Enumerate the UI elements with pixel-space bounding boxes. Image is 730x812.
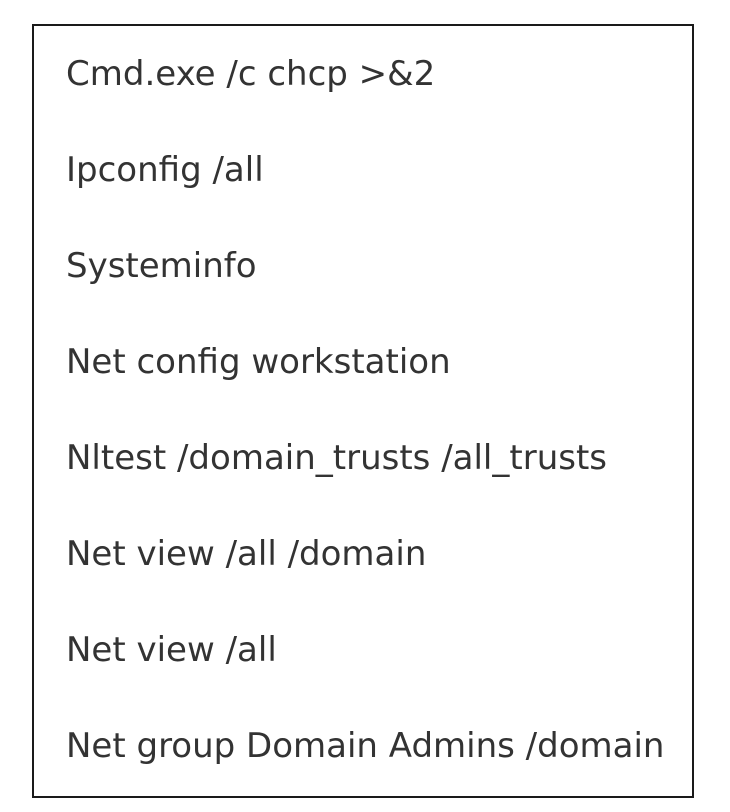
command-line: Net config workstation bbox=[66, 342, 451, 382]
command-line: Ipconfig /all bbox=[66, 150, 264, 190]
command-line: Systeminfo bbox=[66, 246, 257, 286]
command-line: Net group Domain Admins /domain bbox=[66, 726, 665, 766]
command-line: Net view /all bbox=[66, 630, 277, 670]
command-list-box: Cmd.exe /c chcp >&2 Ipconfig /all System… bbox=[32, 24, 694, 798]
command-line: Cmd.exe /c chcp >&2 bbox=[66, 54, 436, 94]
command-line: Net view /all /domain bbox=[66, 534, 427, 574]
command-line: Nltest /domain_trusts /all_trusts bbox=[66, 438, 607, 478]
